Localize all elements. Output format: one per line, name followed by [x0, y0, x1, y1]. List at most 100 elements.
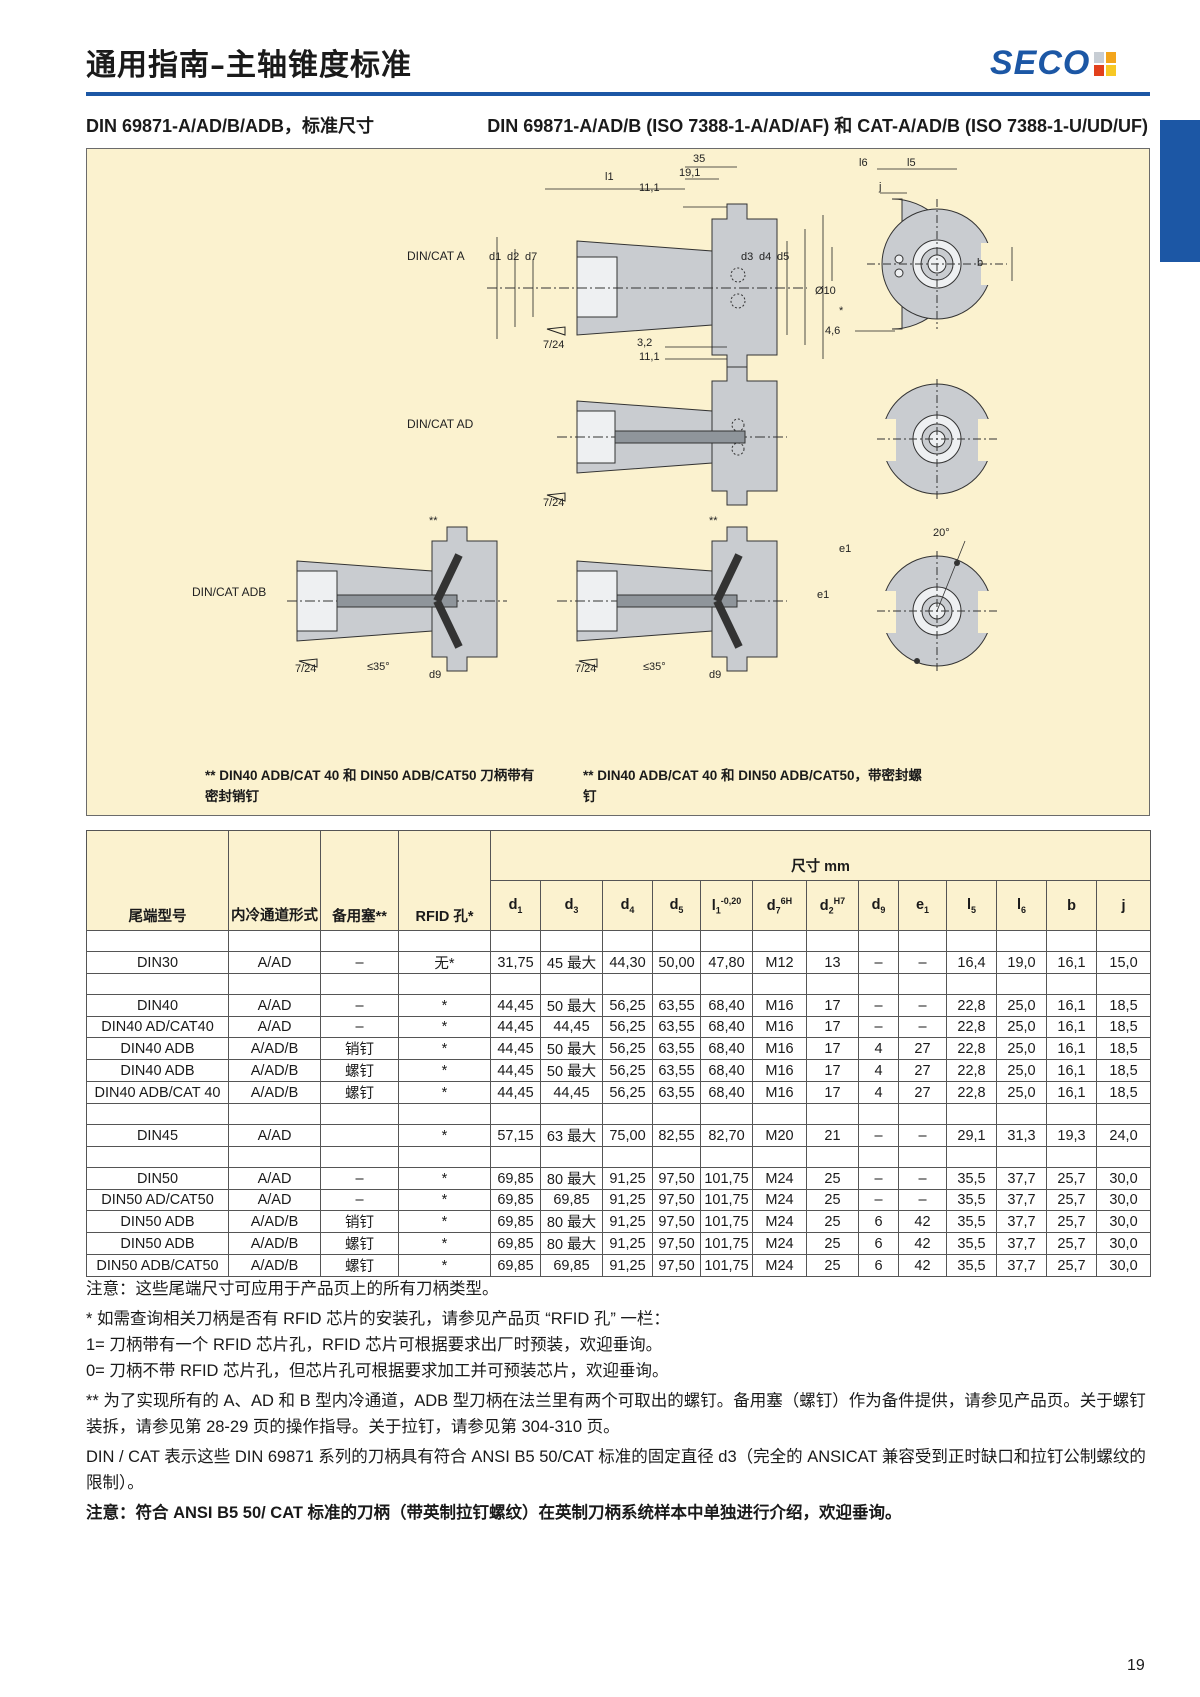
table-cell: A/AD — [228, 1016, 321, 1038]
table-cell: 25 — [806, 1254, 859, 1277]
dim-angle-35-b: ≤35° — [643, 661, 666, 673]
table-cell: 68,40 — [700, 1016, 753, 1038]
figure-note-right: ** DIN40 ADB/CAT 40 和 DIN50 ADB/CAT50，带密… — [583, 768, 923, 804]
th-d4: d4 — [602, 880, 653, 931]
th-e1-sub: 1 — [924, 904, 930, 915]
dim-angle-20: 20° — [933, 527, 950, 539]
table-cell: 25 — [806, 1210, 859, 1233]
table-cell: 42 — [898, 1232, 947, 1255]
table-gap-cell — [602, 1103, 653, 1125]
table-cell: 69,85 — [490, 1232, 541, 1255]
table-cell: 82,55 — [652, 1124, 701, 1147]
th-j: j — [1095, 880, 1152, 931]
th-l5: l5 — [946, 880, 997, 931]
table-cell: 30,0 — [1095, 1232, 1152, 1255]
dim-star: * — [839, 305, 844, 317]
table-gap-cell — [858, 973, 899, 995]
th-d4-sub: 4 — [629, 904, 635, 915]
dimensions-table: 尾端型号 内冷通道形式 备用塞** RFID 孔* 尺寸 mm d1 d3 d4… — [86, 830, 1152, 1277]
table-cell: 37,7 — [996, 1232, 1047, 1255]
table-gap-cell — [806, 930, 859, 952]
table-cell: 50,00 — [652, 951, 701, 974]
table-cell: – — [858, 1167, 899, 1190]
table-cell: 56,25 — [602, 1059, 653, 1082]
table-cell: 91,25 — [602, 1254, 653, 1277]
front-view-ad — [877, 379, 997, 499]
table-cell: DIN50 AD/CAT50 — [86, 1189, 229, 1211]
table-cell: 19,0 — [996, 951, 1047, 974]
table-gap-cell — [540, 973, 603, 995]
th-plug-text: 备用塞** — [332, 909, 387, 925]
table-cell: – — [320, 951, 399, 974]
th-coolant: 内冷通道形式 — [228, 830, 321, 931]
table-cell: 44,45 — [540, 1081, 603, 1104]
dim-angle-35-a: ≤35° — [367, 661, 390, 673]
table-cell: 56,25 — [602, 1081, 653, 1104]
table-gap-cell — [86, 1146, 229, 1168]
table-cell: M16 — [752, 1081, 807, 1104]
table-cell: M24 — [752, 1232, 807, 1255]
table-cell: 29,1 — [946, 1124, 997, 1147]
th-d3-sub: 3 — [573, 904, 579, 915]
table-cell: – — [320, 1016, 399, 1038]
table-cell: DIN40 ADB — [86, 1059, 229, 1082]
table-cell: M24 — [752, 1167, 807, 1190]
table-gap-cell — [490, 930, 541, 952]
table-cell: 22,8 — [946, 1016, 997, 1038]
dim-d5: d5 — [777, 251, 790, 263]
table-gap-cell — [398, 973, 491, 995]
table-cell: 螺钉 — [320, 1059, 399, 1082]
th-d5-sub: 5 — [678, 904, 684, 915]
table-cell: 6 — [858, 1254, 899, 1277]
table-cell: 69,85 — [490, 1254, 541, 1277]
table-cell: M16 — [752, 994, 807, 1017]
table-cell: 42 — [898, 1254, 947, 1277]
page-number: 19 — [1127, 1657, 1145, 1674]
table-cell: 45 最大 — [540, 951, 603, 974]
dim-e1-b: e1 — [817, 589, 830, 601]
table-cell: 25,7 — [1046, 1254, 1097, 1277]
table-cell: 68,40 — [700, 1037, 753, 1060]
th-d5: d5 — [652, 880, 701, 931]
table-cell: 无* — [398, 951, 491, 974]
table-cell: 37,7 — [996, 1167, 1047, 1190]
table-cell: 22,8 — [946, 1081, 997, 1104]
table-cell: 13 — [806, 951, 859, 974]
dim-taper-a: 7/24 — [543, 339, 565, 351]
th-d2-sub: 2 — [828, 905, 834, 916]
table-gap-cell — [700, 930, 753, 952]
logo-text: SECO — [990, 44, 1091, 82]
table-cell: 30,0 — [1095, 1254, 1152, 1277]
table-cell: * — [398, 1167, 491, 1190]
table-cell: M16 — [752, 1059, 807, 1082]
table-cell: 50 最大 — [540, 994, 603, 1017]
table-cell: 31,3 — [996, 1124, 1047, 1147]
table-gap-cell — [858, 1146, 899, 1168]
table-gap-cell — [752, 930, 807, 952]
table-cell: DIN45 — [86, 1124, 229, 1147]
table-cell: 69,85 — [540, 1254, 603, 1277]
th-d2-sup: H7 — [833, 895, 846, 906]
dim-stars-b: ** — [709, 515, 718, 527]
dim-dia10: Ø10 — [815, 285, 836, 297]
table-cell: 35,5 — [946, 1254, 997, 1277]
th-j-text: j — [1121, 897, 1126, 914]
table-cell: 18,5 — [1095, 1081, 1152, 1104]
table-cell: 销钉 — [320, 1037, 399, 1060]
table-cell: 97,50 — [652, 1167, 701, 1190]
table-cell: 63,55 — [652, 1059, 701, 1082]
table-gap-cell — [490, 973, 541, 995]
th-l5-text: l — [966, 896, 971, 913]
table-cell: 91,25 — [602, 1189, 653, 1211]
front-view-a — [857, 198, 1007, 330]
note-5: 注意：符合 ANSI B5 50/ CAT 标准的刀柄（带英制拉钉螺纹）在英制刀… — [86, 1504, 902, 1522]
front-view-adb — [877, 540, 997, 671]
table-cell: A/AD/B — [228, 1081, 321, 1104]
th-b-text: b — [1067, 897, 1076, 914]
table-cell: – — [858, 1189, 899, 1211]
table-cell: M20 — [752, 1124, 807, 1147]
